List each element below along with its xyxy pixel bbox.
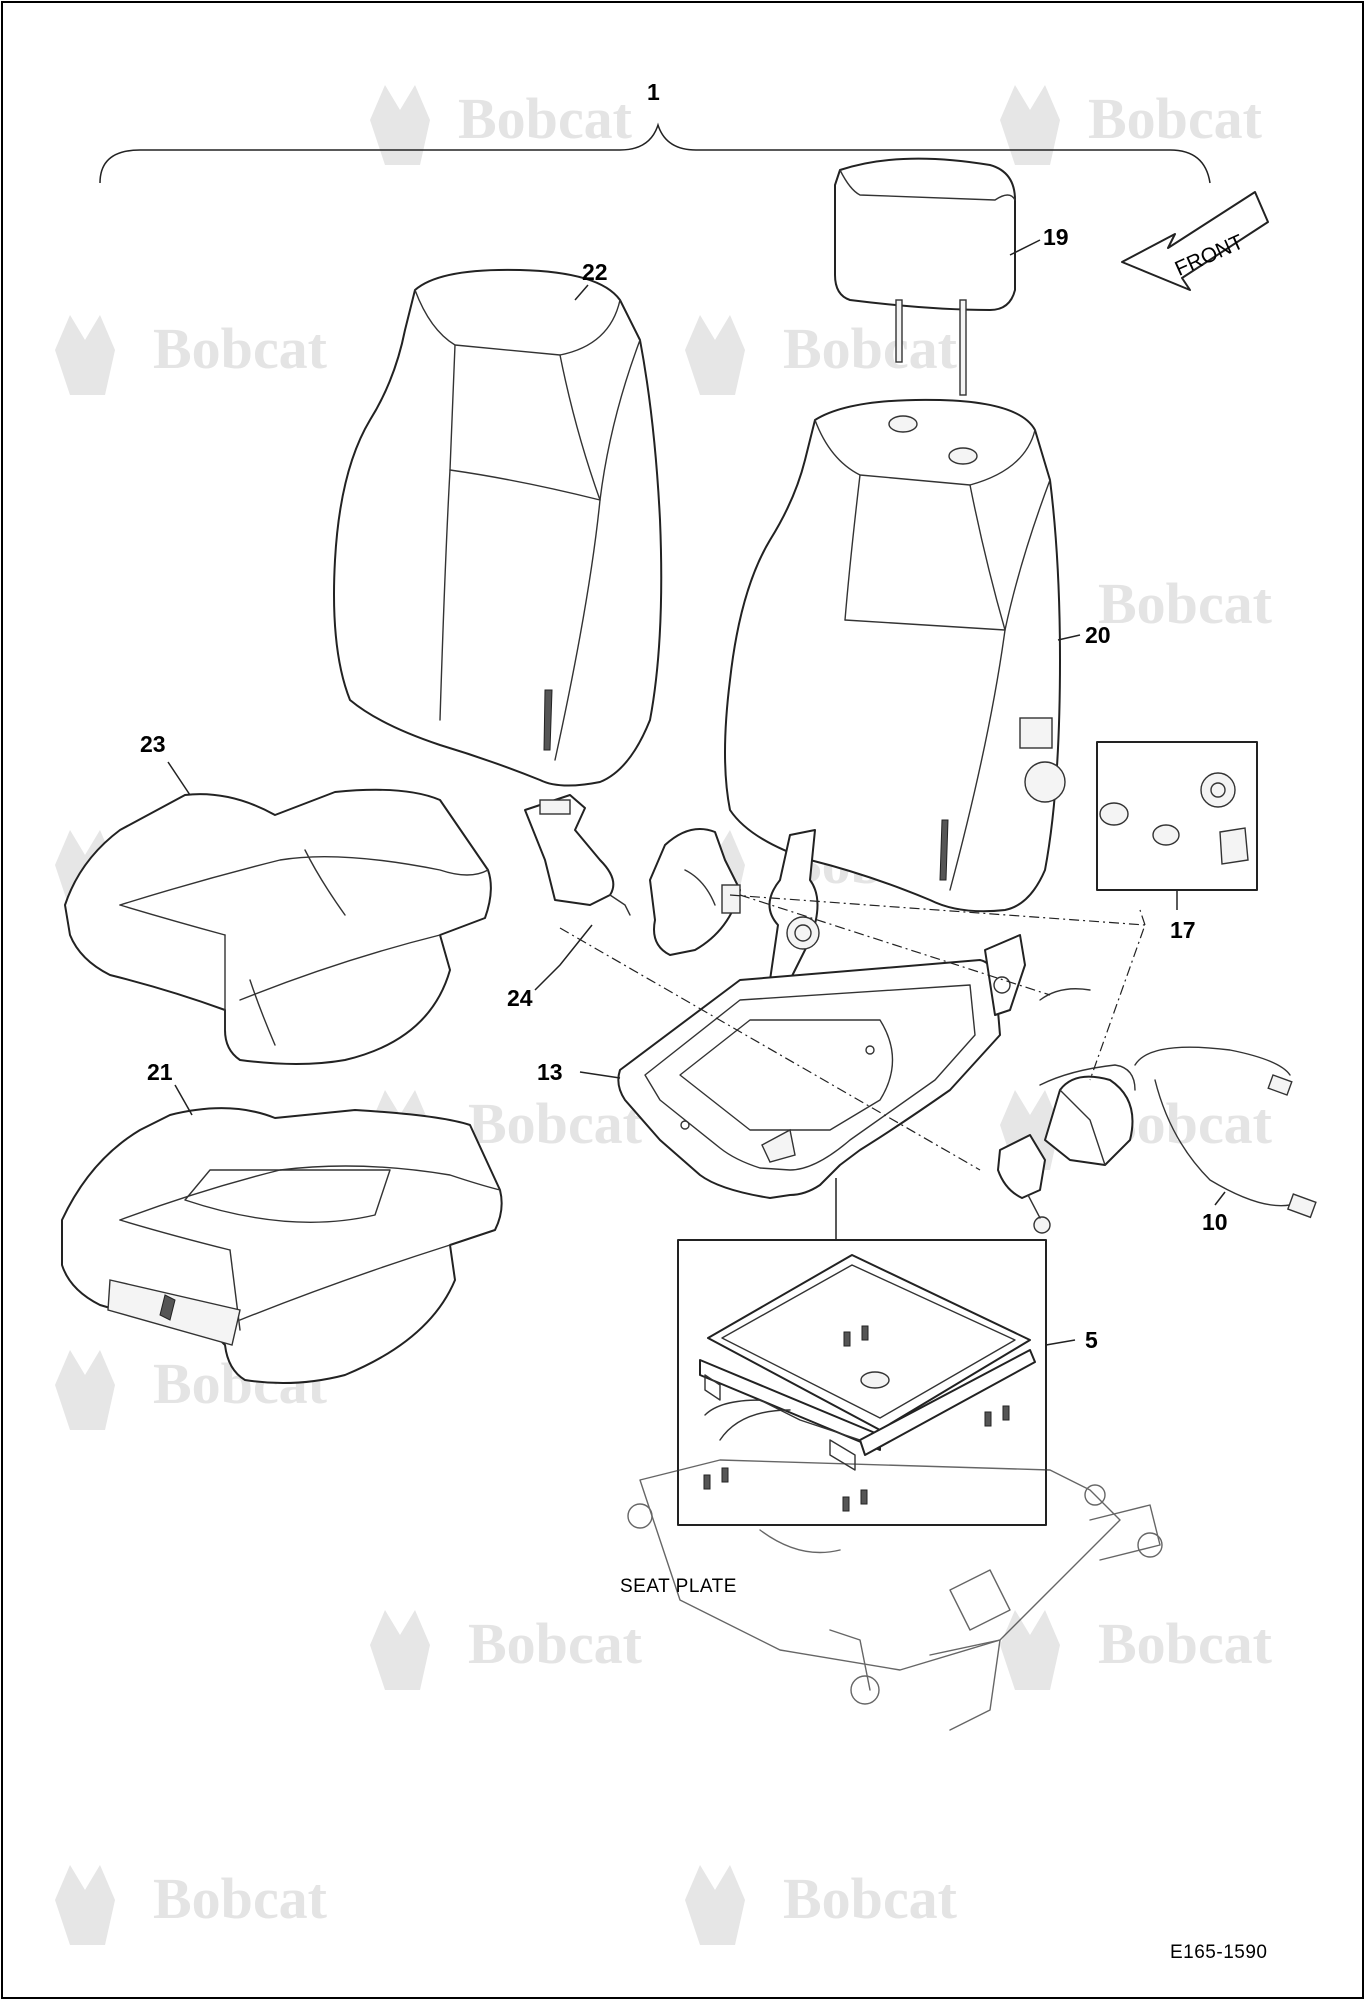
bolt-set	[703, 1325, 1010, 1512]
recliner-mechanism	[649, 828, 820, 981]
seat-belt-buckle	[1044, 1075, 1134, 1166]
leader-5	[1045, 1339, 1076, 1346]
leader-13	[579, 1071, 621, 1079]
svg-text:Bobcat: Bobcat	[783, 1866, 958, 1931]
watermark: Bobcat	[370, 1610, 643, 1690]
backrest	[724, 398, 1066, 913]
seat-frame	[617, 934, 1026, 1199]
callout-5: 5	[1085, 1327, 1098, 1353]
callout-22: 22	[582, 259, 608, 285]
backrest-cover	[333, 268, 663, 787]
callout-13: 13	[537, 1059, 563, 1085]
front-arrow: FRONT	[1121, 191, 1269, 291]
leader-10	[1214, 1191, 1226, 1206]
svg-text:Bobcat: Bobcat	[1088, 86, 1263, 151]
seat-belt	[524, 794, 1051, 1234]
leader-22	[574, 284, 589, 301]
seat-cushion-cover	[64, 788, 492, 1065]
seat-cushion	[61, 1107, 503, 1385]
leader-23	[167, 761, 191, 796]
connection-line	[729, 894, 1146, 1081]
watermark: Bobcat	[685, 315, 958, 395]
watermark: Bobcat	[370, 85, 633, 165]
svg-text:Bobcat: Bobcat	[468, 1611, 643, 1676]
assembly-brace	[99, 122, 1211, 184]
figure-id: E165-1590	[1170, 1942, 1267, 1963]
callout-21: 21	[147, 1059, 173, 1085]
svg-text:Bobcat: Bobcat	[458, 86, 633, 151]
watermark: Bobcat	[1000, 1610, 1273, 1690]
svg-text:Bobcat: Bobcat	[1098, 1611, 1273, 1676]
leader-20	[1057, 634, 1081, 641]
connection-line	[559, 927, 981, 1171]
watermark: Bobcat	[55, 1865, 328, 1945]
headrest	[834, 157, 1016, 396]
svg-text:Bobcat: Bobcat	[783, 316, 958, 381]
callout-24: 24	[507, 985, 533, 1011]
seat-plate-label: SEAT PLATE	[620, 1576, 737, 1597]
callout-20: 20	[1085, 622, 1111, 648]
svg-text:Bobcat: Bobcat	[468, 1091, 643, 1156]
callout-10: 10	[1202, 1209, 1228, 1235]
hardware-kit	[1096, 741, 1258, 891]
connection-line	[1139, 909, 1146, 926]
callout-17: 17	[1170, 917, 1196, 943]
callout-1: 1	[647, 79, 660, 105]
leader-19	[1009, 239, 1041, 256]
svg-text:Bobcat: Bobcat	[1098, 571, 1273, 636]
connection-line	[739, 894, 1051, 996]
watermark: Bobcat	[1000, 85, 1263, 165]
seat-plate-frame	[677, 1239, 1047, 1526]
leader-24	[534, 924, 593, 991]
callout-23: 23	[140, 731, 166, 757]
callout-19: 19	[1043, 224, 1069, 250]
watermark: Bobcat	[685, 1865, 958, 1945]
svg-text:Bobcat: Bobcat	[153, 1866, 328, 1931]
watermark: Bobcat	[55, 315, 328, 395]
wiring-harness	[1039, 988, 1317, 1219]
leader-21	[174, 1084, 193, 1116]
seat-plate-base	[627, 1459, 1163, 1731]
svg-text:Bobcat: Bobcat	[153, 316, 328, 381]
